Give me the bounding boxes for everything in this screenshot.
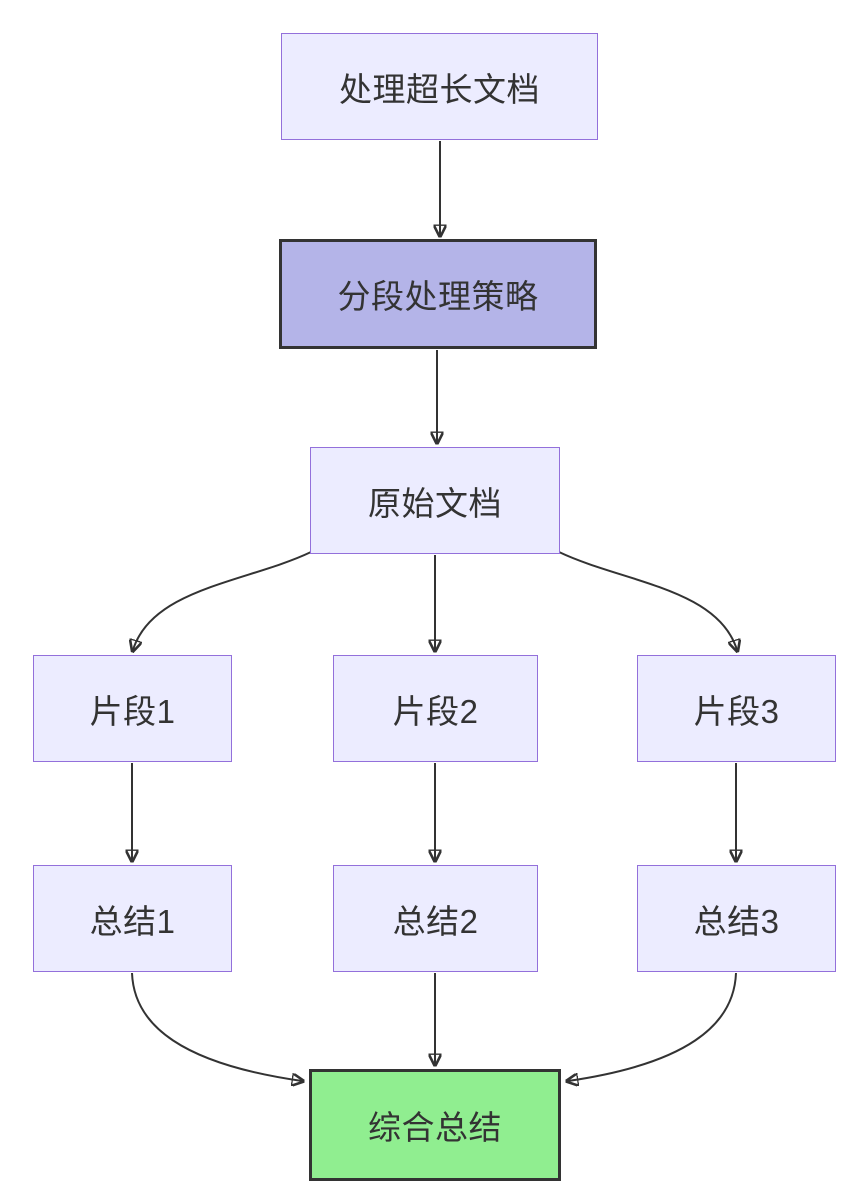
node-segmentation-strategy: 分段处理策略	[279, 239, 597, 349]
node-process-long-document: 处理超长文档	[281, 33, 598, 140]
node-summary-2: 总结2	[333, 865, 538, 972]
node-label: 片段3	[693, 692, 780, 730]
node-fragment-3: 片段3	[637, 655, 836, 762]
edge-summary1-to-final	[131, 972, 302, 1081]
edge-original-to-fragment1	[133, 551, 312, 650]
node-fragment-2: 片段2	[333, 655, 538, 762]
node-label: 片段1	[89, 692, 176, 730]
node-final-summary: 综合总结	[309, 1069, 561, 1181]
node-label: 综合总结	[368, 1109, 502, 1146]
node-original-document: 原始文档	[310, 447, 560, 554]
node-label: 总结2	[392, 902, 479, 940]
node-label: 片段2	[392, 692, 479, 730]
node-label: 处理超长文档	[339, 70, 540, 108]
edge-original-to-fragment3	[558, 551, 737, 650]
node-label: 总结1	[89, 902, 176, 940]
node-fragment-1: 片段1	[33, 655, 232, 762]
node-label: 总结3	[693, 902, 780, 940]
node-summary-3: 总结3	[637, 865, 836, 972]
node-summary-1: 总结1	[33, 865, 232, 972]
node-label: 分段处理策略	[337, 278, 539, 315]
node-label: 原始文档	[368, 484, 502, 522]
edge-summary3-to-final	[568, 972, 737, 1081]
